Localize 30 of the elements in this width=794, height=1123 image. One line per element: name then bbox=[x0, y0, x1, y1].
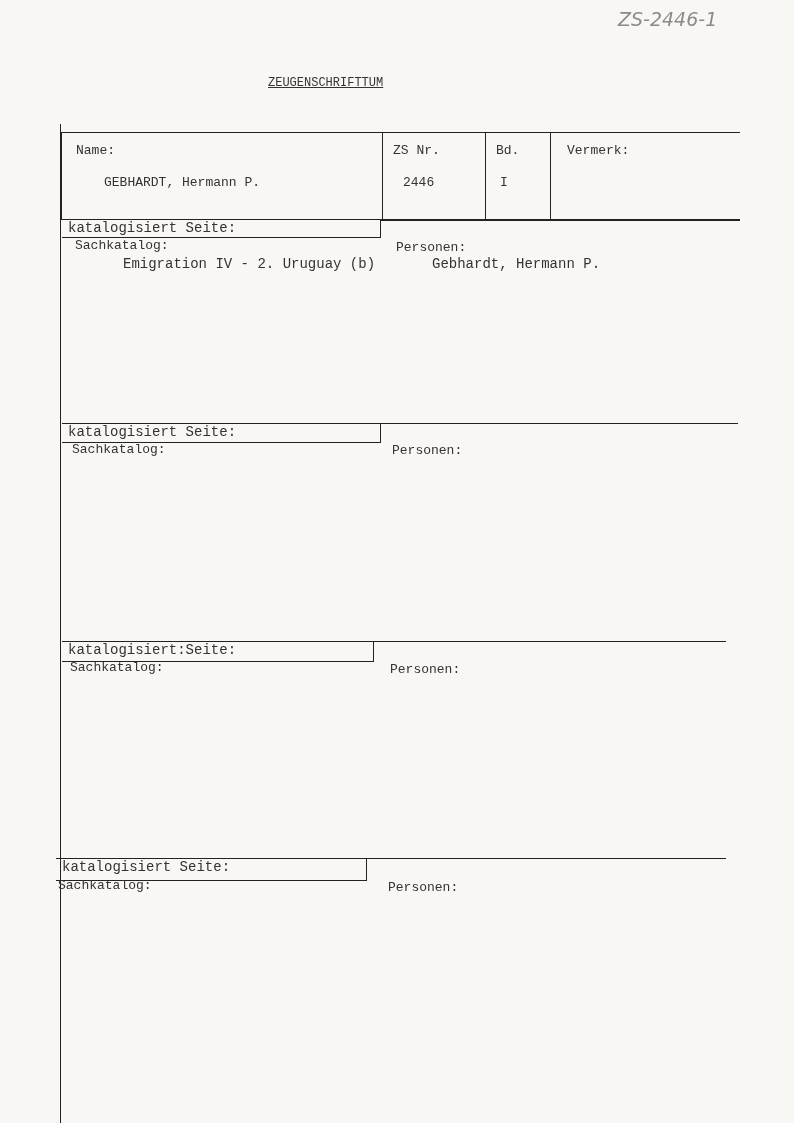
field-label: ZS Nr. bbox=[393, 143, 440, 158]
field-value: 2446 bbox=[403, 175, 435, 190]
header-cell bbox=[382, 132, 486, 220]
header-cell bbox=[61, 132, 383, 220]
form-title: ZEUGENSCHRIFTTUM bbox=[268, 76, 384, 90]
handwritten-reference: ZS-2446-1 bbox=[618, 8, 718, 30]
field-label: Vermerk: bbox=[567, 143, 630, 158]
header-cell bbox=[485, 132, 551, 220]
field-label: Sachkatalog: bbox=[72, 442, 166, 457]
field-label: Name: bbox=[76, 143, 115, 158]
catalog-page-box bbox=[62, 641, 374, 662]
field-label: katalogisiert Seite: bbox=[68, 220, 237, 236]
field-label: Sachkatalog: bbox=[70, 660, 164, 675]
field-label: katalogisiert Seite: bbox=[62, 859, 231, 875]
field-value: I bbox=[500, 175, 508, 190]
catalog-page-box bbox=[56, 858, 367, 881]
field-label: Personen: bbox=[396, 240, 467, 255]
catalog-page-box bbox=[62, 423, 381, 443]
header-cell bbox=[550, 132, 740, 220]
field-label: Personen: bbox=[390, 662, 461, 677]
field-label: Sachkatalog: bbox=[75, 238, 169, 253]
field-label: Personen: bbox=[392, 443, 463, 458]
field-label: katalogisiert Seite: bbox=[68, 424, 237, 440]
field-label: Personen: bbox=[388, 880, 459, 895]
catalog-page-box bbox=[62, 219, 381, 238]
field-label: Bd. bbox=[496, 143, 520, 158]
field-value: GEBHARDT, Hermann P. bbox=[104, 175, 261, 190]
field-label: katalogisiert:Seite: bbox=[68, 642, 237, 658]
catalog-entry: Emigration IV - 2. Uruguay (b) bbox=[123, 256, 376, 272]
person-entry: Gebhardt, Hermann P. bbox=[432, 256, 601, 272]
